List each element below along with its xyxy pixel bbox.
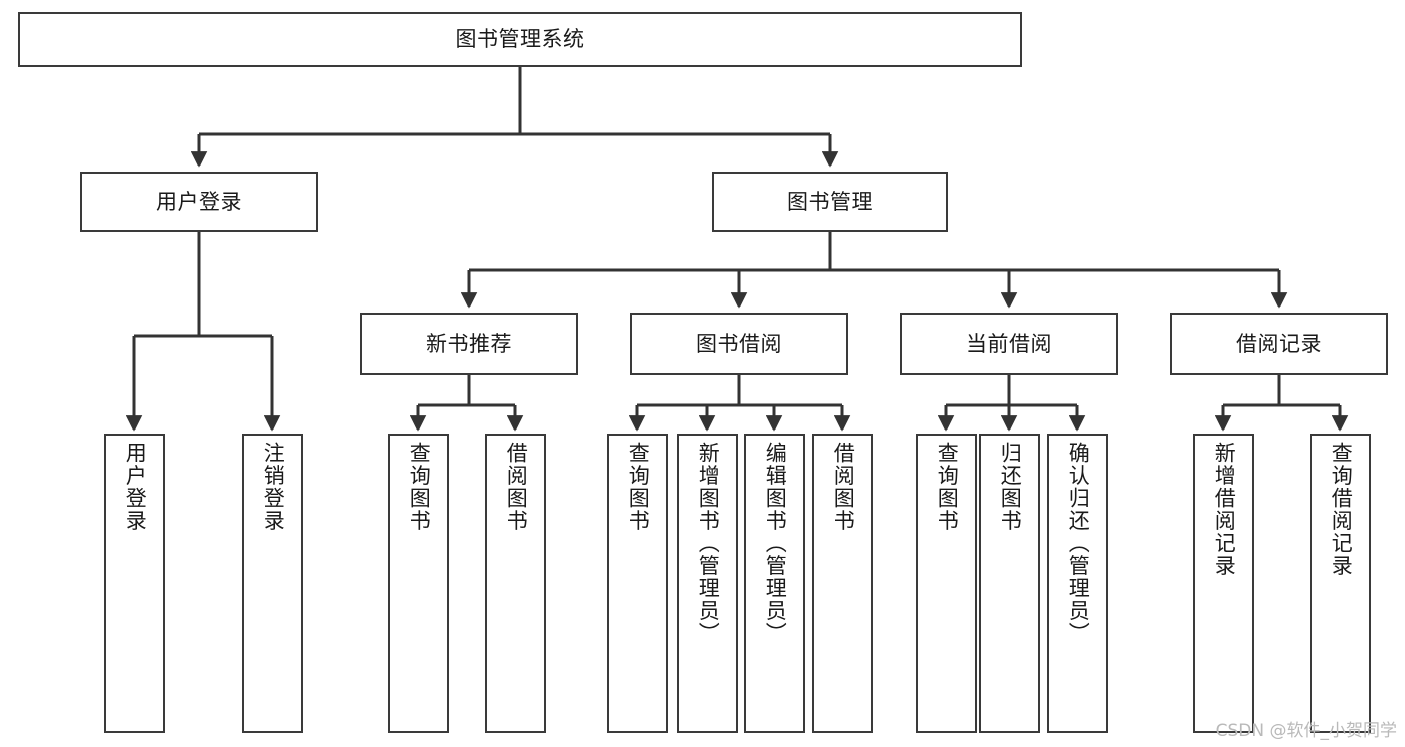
node-leaf-borrow-book-recommend[interactable]: 借阅图书 — [485, 434, 546, 733]
node-book-borrow-label: 图书借阅 — [696, 331, 782, 356]
node-borrow-record-label: 借阅记录 — [1236, 331, 1322, 356]
node-leaf-borrow-book[interactable]: 借阅图书 — [812, 434, 873, 733]
node-book-manage-label: 图书管理 — [787, 189, 873, 214]
node-leaf-add-book-admin[interactable]: 新增图书（管理员） — [677, 434, 738, 733]
node-leaf-query-book-borrow-label: 查询图书 — [626, 442, 651, 532]
node-new-book-recommend-label: 新书推荐 — [426, 331, 512, 356]
node-root[interactable]: 图书管理系统 — [18, 12, 1022, 67]
node-leaf-query-borrow-record-label: 查询借阅记录 — [1329, 442, 1354, 577]
node-leaf-logout-login[interactable]: 注销登录 — [242, 434, 303, 733]
node-leaf-user-login-label: 用户登录 — [123, 442, 148, 532]
node-current-borrow[interactable]: 当前借阅 — [900, 313, 1118, 375]
node-root-label: 图书管理系统 — [455, 27, 585, 52]
node-book-borrow[interactable]: 图书借阅 — [630, 313, 848, 375]
node-leaf-query-book-recommend[interactable]: 查询图书 — [388, 434, 449, 733]
node-leaf-confirm-return-admin-label: 确认归还（管理员） — [1066, 442, 1091, 645]
node-leaf-query-book-current-label: 查询图书 — [935, 442, 960, 532]
node-leaf-logout-login-label: 注销登录 — [261, 442, 286, 532]
node-leaf-edit-book-admin[interactable]: 编辑图书（管理员） — [744, 434, 805, 733]
node-user-login[interactable]: 用户登录 — [80, 172, 318, 232]
node-leaf-query-borrow-record[interactable]: 查询借阅记录 — [1310, 434, 1371, 733]
node-leaf-return-book-label: 归还图书 — [998, 442, 1023, 532]
node-leaf-query-book-current[interactable]: 查询图书 — [916, 434, 977, 733]
node-leaf-add-book-admin-label: 新增图书（管理员） — [696, 442, 721, 645]
node-leaf-confirm-return-admin[interactable]: 确认归还（管理员） — [1047, 434, 1108, 733]
node-leaf-add-borrow-record[interactable]: 新增借阅记录 — [1193, 434, 1254, 733]
node-leaf-user-login[interactable]: 用户登录 — [104, 434, 165, 733]
node-borrow-record[interactable]: 借阅记录 — [1170, 313, 1388, 375]
node-leaf-query-book-recommend-label: 查询图书 — [407, 442, 432, 532]
node-leaf-edit-book-admin-label: 编辑图书（管理员） — [763, 442, 788, 645]
node-leaf-borrow-book-label: 借阅图书 — [831, 442, 856, 532]
node-user-login-label: 用户登录 — [156, 189, 242, 214]
node-leaf-return-book[interactable]: 归还图书 — [979, 434, 1040, 733]
node-book-manage[interactable]: 图书管理 — [712, 172, 948, 232]
node-leaf-borrow-book-recommend-label: 借阅图书 — [504, 442, 529, 532]
node-leaf-query-book-borrow[interactable]: 查询图书 — [607, 434, 668, 733]
node-new-book-recommend[interactable]: 新书推荐 — [360, 313, 578, 375]
node-current-borrow-label: 当前借阅 — [966, 331, 1052, 356]
node-leaf-add-borrow-record-label: 新增借阅记录 — [1212, 442, 1237, 577]
